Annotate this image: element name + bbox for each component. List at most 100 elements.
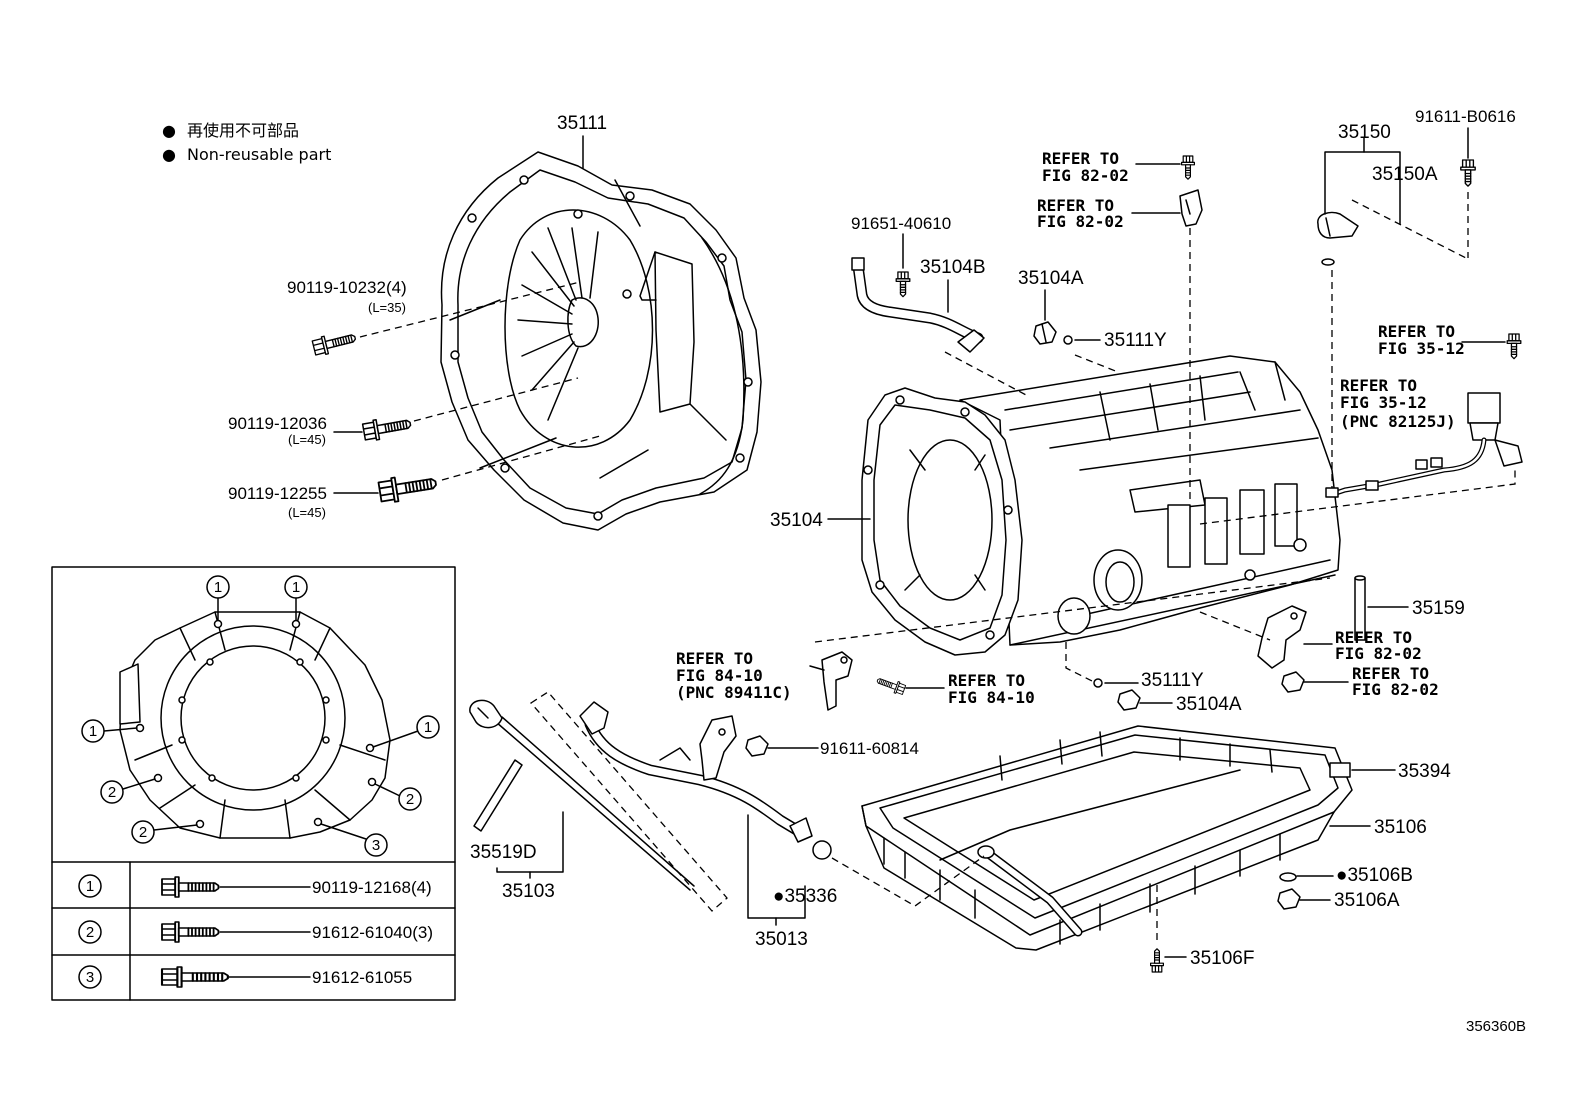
- callout-35111: 35111: [557, 113, 607, 134]
- inset-table-row-1: 1 90119-12168(4): [78, 874, 432, 898]
- dash-leader-bolt-12036: [413, 377, 579, 422]
- refer-84-10-bolt-line2: FIG 84-10: [948, 688, 1035, 707]
- inset-table-part-2: 91612-61040(3): [312, 923, 433, 942]
- o-ring-35111Y-lower: [1093, 678, 1103, 688]
- callout-35150A: 35150A: [1372, 164, 1438, 185]
- svg-text:2: 2: [108, 784, 116, 801]
- dash-bracket-lower: [1199, 611, 1271, 641]
- callout-35104B: 35104B: [920, 257, 986, 278]
- dash-case-to-pan: [814, 577, 1331, 643]
- dipstick-group-box: [530, 691, 728, 912]
- inset-marker-2b: 2: [374, 783, 422, 811]
- bracket-leader-35150: [1324, 151, 1401, 225]
- transmission-case-35104: [861, 355, 1341, 656]
- inset-marker-2c: 2: [131, 820, 198, 844]
- svg-text:2: 2: [406, 791, 414, 808]
- callout-35106F: 35106F: [1190, 948, 1254, 969]
- inset-table-part-1: 90119-12168(4): [312, 878, 432, 897]
- legend-bullet-en: ●: [162, 145, 176, 164]
- callout-35013: 35013: [755, 929, 808, 950]
- svg-text:1: 1: [292, 579, 300, 596]
- callout-90119-10232-length: (L=35): [368, 300, 406, 315]
- callout-35159: 35159: [1412, 598, 1465, 619]
- bolt-90119-12255: [377, 470, 439, 505]
- refer-35-12-bolt: [1506, 333, 1522, 360]
- solenoid-35150: [1317, 211, 1359, 266]
- svg-text:3: 3: [372, 837, 380, 854]
- refer-82-02-bolt-line2: FIG 82-02: [1352, 680, 1439, 699]
- inset-table-key-2: 2: [86, 924, 94, 941]
- callout-35106B: ●35106B: [1336, 865, 1413, 886]
- legend-bullet-jp: ●: [162, 121, 176, 140]
- inset-marker-2a: 2: [100, 778, 156, 804]
- inset-table-key-3: 3: [86, 969, 94, 986]
- refer-82-02-lower-bracket: [1257, 605, 1307, 669]
- dash-plug-to-case: [1074, 354, 1119, 373]
- refer-84-10-sensor-line1: REFER TO: [676, 649, 753, 668]
- refer-84-10-sensor-line2: FIG 84-10: [676, 666, 763, 685]
- callout-91651-40610: 91651-40610: [851, 214, 951, 233]
- refer-35-12-top-line1: REFER TO: [1378, 322, 1455, 341]
- wire-harness-82125J: [1325, 392, 1523, 498]
- refer-84-10-sensor-line3: (PNC 89411C): [676, 683, 792, 702]
- inset-marker-3: 3: [320, 823, 388, 857]
- callout-90119-12036-length: (L=45): [288, 432, 326, 447]
- oil-pan-35106: [861, 725, 1353, 951]
- inset-marker-1c: 1: [81, 719, 138, 743]
- bolt-91611-B0616: [1460, 159, 1476, 187]
- svg-text:2: 2: [139, 824, 147, 841]
- callout-35150: 35150: [1338, 122, 1391, 143]
- inset-marker-1a: 1: [206, 575, 230, 621]
- refer-82-02-second-line2: FIG 82-02: [1037, 212, 1124, 231]
- plug-35104A-lower: [1117, 689, 1141, 711]
- dipstick-guide-35519D: [473, 759, 523, 832]
- inset-table-key-1: 1: [86, 878, 94, 895]
- svg-text:1: 1: [89, 723, 97, 740]
- refer-82-02-top-line2: FIG 82-02: [1042, 166, 1129, 185]
- inset-bolt-locator: 1 1 1 1 2 2 2: [51, 566, 456, 1001]
- callout-35103: 35103: [502, 881, 555, 902]
- svg-text:1: 1: [424, 719, 432, 736]
- refer-82-02-bolt-line1: REFER TO: [1352, 664, 1429, 683]
- pan-bolt-35106F: [1149, 948, 1165, 973]
- plug-35104A-upper: [1033, 321, 1057, 345]
- legend-text-en: Non-reusable part: [187, 145, 331, 164]
- inset-table-row-3: 3 91612-61055: [78, 965, 412, 989]
- inset-table-part-3: 91612-61055: [312, 968, 412, 987]
- callout-35394: 35394: [1398, 761, 1451, 782]
- bolt-91611-60814: [745, 735, 769, 757]
- svg-text:1: 1: [214, 579, 222, 596]
- dash-leader-bolt-10232: [359, 281, 581, 338]
- refer-82-02-lower-bolt: [1281, 671, 1305, 693]
- callout-35519D: 35519D: [470, 842, 537, 863]
- refer-82-02-top-line1: REFER TO: [1042, 149, 1119, 168]
- refer-84-10-bolt-line1: REFER TO: [948, 671, 1025, 690]
- callout-90119-12036: 90119-12036: [228, 414, 327, 433]
- callout-91611-B0616: 91611-B0616: [1415, 107, 1516, 126]
- oil-filler-tube-35013: [579, 701, 813, 843]
- refer-84-10-bolt: [874, 674, 907, 697]
- callout-35104: 35104: [770, 510, 823, 531]
- o-ring-35336: [812, 840, 832, 860]
- refer-35-12-harness-line3: (PNC 82125J): [1340, 412, 1456, 431]
- dipstick-35103: [469, 699, 695, 891]
- refer-82-02-lower-line2: FIG 82-02: [1335, 644, 1422, 663]
- refer-82-02-lower-line1: REFER TO: [1335, 628, 1412, 647]
- refer-82-02-bolt: [1180, 155, 1196, 180]
- bolt-90119-10232: [311, 328, 358, 358]
- dash-harness-to-case: [1199, 466, 1516, 525]
- inset-housing-front-view: [119, 611, 391, 839]
- speed-sensor-89411C: [809, 651, 853, 711]
- callout-35106A: 35106A: [1334, 890, 1400, 911]
- drain-plug-35106A: [1277, 888, 1301, 910]
- refer-82-02-second-line1: REFER TO: [1037, 196, 1114, 215]
- pin-35159: [1354, 575, 1366, 641]
- dash-pipe-to-case: [944, 351, 1029, 397]
- dash-case-to-oring: [1065, 642, 1095, 683]
- callout-35111Y-lower: 35111Y: [1141, 670, 1204, 691]
- refer-35-12-harness-line1: REFER TO: [1340, 376, 1417, 395]
- refer-35-12-top-line2: FIG 35-12: [1378, 339, 1465, 358]
- legend: ● 再使用不可部品 ● Non-reusable part: [162, 121, 331, 164]
- legend-text-jp: 再使用不可部品: [187, 121, 299, 140]
